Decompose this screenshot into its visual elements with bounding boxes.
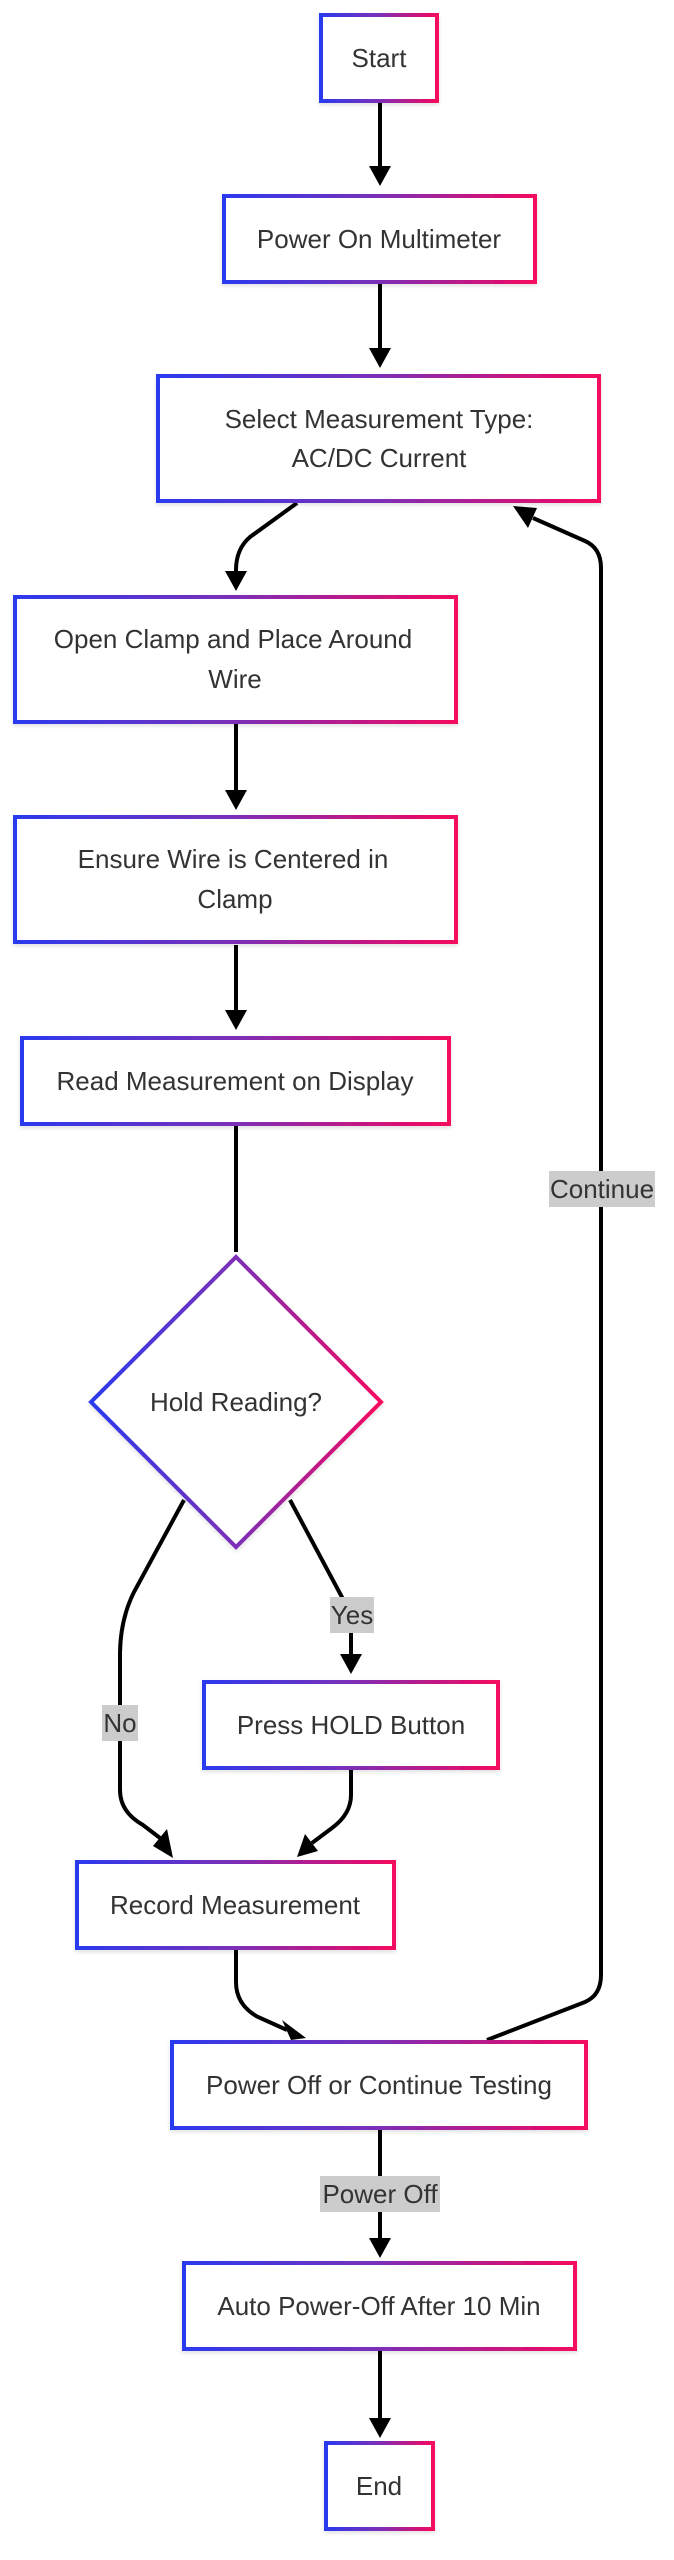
arrowhead-icon	[369, 348, 391, 368]
edge-press-to-record	[310, 1768, 353, 1845]
node-end: End	[324, 2441, 435, 2531]
node-auto-power-off: Auto Power-Off After 10 Min	[182, 2261, 577, 2351]
node-ensure-line2: Clamp	[197, 884, 272, 914]
edge-select-to-open-clamp	[234, 501, 299, 572]
edge-hold-to-record-no	[118, 1499, 186, 1840]
edge-label-bg	[330, 1597, 374, 1633]
arrowhead-icon	[369, 166, 391, 186]
edge-label-bg	[102, 1705, 138, 1741]
edge-labels: Yes No Continue Power Off	[102, 1171, 655, 2212]
node-auto-power-off-label: Auto Power-Off After 10 Min	[217, 2291, 540, 2321]
arrowhead-icon	[340, 1654, 362, 1674]
edge-label-yes: Yes	[331, 1600, 373, 1630]
edge-label-bg	[320, 2176, 440, 2212]
arrowhead-icon	[225, 790, 247, 810]
arrowhead-icon	[369, 2418, 391, 2438]
arrowhead-icon	[225, 571, 247, 591]
node-select-measurement: Select Measurement Type: AC/DC Current	[156, 374, 601, 503]
node-hold-reading-label: Hold Reading?	[150, 1387, 322, 1417]
node-hold-reading-decision: Hold Reading?	[88, 1254, 384, 1550]
node-record-measurement: Record Measurement	[75, 1860, 396, 1950]
arrowhead-icon	[513, 506, 537, 528]
node-ensure-line1: Ensure Wire is Centered in	[78, 844, 389, 874]
edge-label-continue: Continue	[550, 1174, 654, 1204]
node-open-clamp-line2: Wire	[208, 664, 261, 694]
node-select-line1: Select Measurement Type:	[225, 404, 534, 434]
edges	[118, 102, 603, 2438]
node-power-off-or-continue: Power Off or Continue Testing	[170, 2040, 588, 2130]
edge-label-power-off: Power Off	[322, 2179, 438, 2209]
edge-record-to-power-off	[234, 1948, 288, 2032]
node-press-hold-label: Press HOLD Button	[237, 1710, 465, 1740]
node-start-label: Start	[352, 43, 408, 73]
edge-label-bg	[549, 1171, 655, 1207]
node-open-clamp-line1: Open Clamp and Place Around	[54, 624, 412, 654]
node-power-on-label: Power On Multimeter	[257, 224, 502, 254]
node-power-on: Power On Multimeter	[222, 194, 537, 284]
nodes: Start Power On Multimeter Select Measure…	[13, 13, 601, 2531]
node-power-off-or-continue-label: Power Off or Continue Testing	[206, 2070, 552, 2100]
node-start: Start	[319, 13, 439, 103]
node-open-clamp: Open Clamp and Place Around Wire	[13, 595, 458, 724]
arrowhead-icon	[297, 1834, 318, 1857]
edge-continue-loop	[486, 516, 603, 2042]
arrowhead-icon	[369, 2238, 391, 2258]
edge-label-no: No	[103, 1708, 136, 1738]
arrowhead-icon	[153, 1829, 173, 1858]
node-read-measurement: Read Measurement on Display	[20, 1036, 451, 1126]
node-end-label: End	[356, 2471, 402, 2501]
node-ensure-wire: Ensure Wire is Centered in Clamp	[13, 815, 458, 944]
node-read-label: Read Measurement on Display	[57, 1066, 414, 1096]
arrowhead-icon	[225, 1010, 247, 1030]
node-press-hold: Press HOLD Button	[202, 1680, 500, 1770]
node-select-line2: AC/DC Current	[292, 443, 468, 473]
node-record-label: Record Measurement	[110, 1890, 361, 1920]
arrowhead-icon	[282, 2020, 306, 2040]
